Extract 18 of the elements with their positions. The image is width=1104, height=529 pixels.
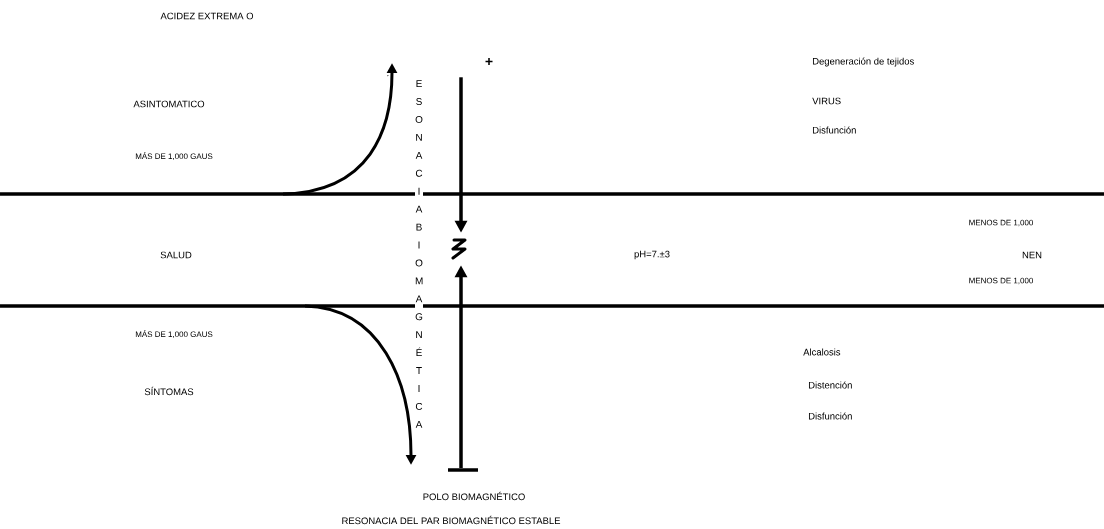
label: ASINTOMATICO xyxy=(133,100,205,108)
label: VIRUS xyxy=(812,97,841,105)
label: Degeneración de tejidos xyxy=(813,57,914,67)
zigzag-symbol xyxy=(451,238,467,260)
label: NEN xyxy=(1022,251,1042,259)
label: POLO BIOMAGNÉTICO xyxy=(423,491,525,501)
label: Disfunción xyxy=(809,412,852,420)
vertical-label: ESONACIA BIOMAGNÉTICA xyxy=(415,80,423,428)
label: RESONACIA DEL PAR BIOMAGNÉTICO ESTABLE xyxy=(342,515,561,525)
label: SALUD xyxy=(160,251,192,259)
label: Disfunción xyxy=(813,126,856,134)
minus-sign xyxy=(448,468,478,472)
label: Alcalosis xyxy=(803,348,841,356)
label: pH=7.±3 xyxy=(634,250,670,260)
label: SÍNTOMAS xyxy=(144,386,194,396)
plus-sign: + xyxy=(485,57,493,65)
label: ACIDEZ EXTREMA O xyxy=(160,12,254,20)
label: Distención xyxy=(809,381,852,389)
